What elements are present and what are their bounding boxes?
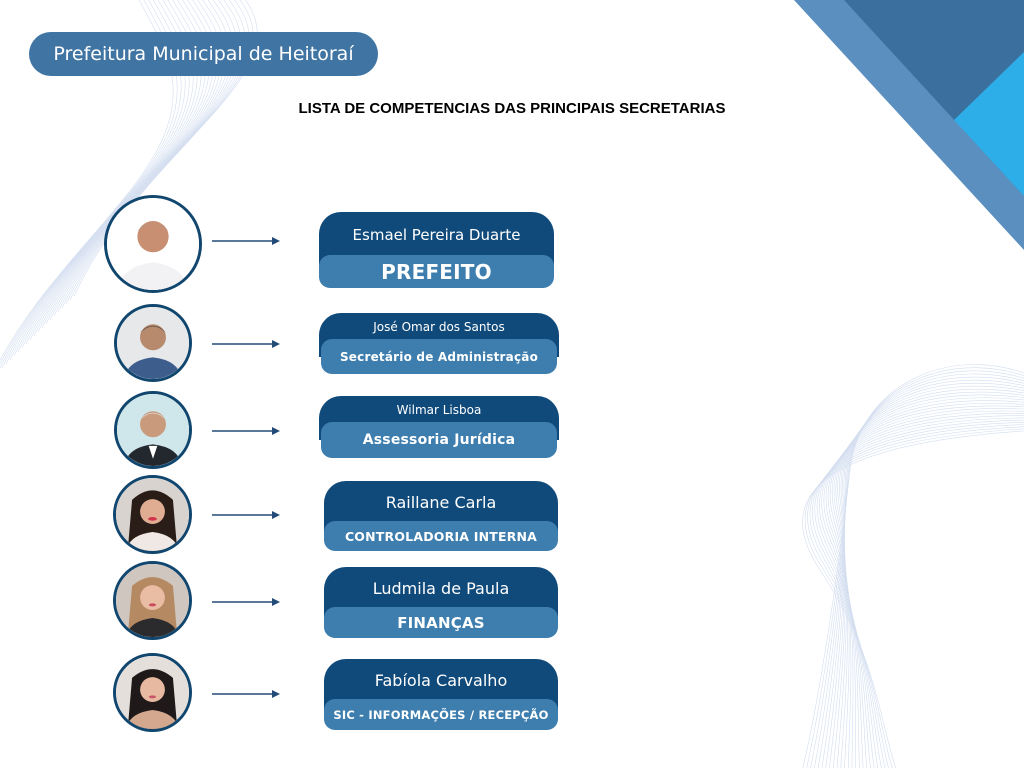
- page-title: LISTA DE COMPETENCIAS DAS PRINCIPAIS SEC…: [298, 100, 726, 117]
- person-photo-icon: [116, 564, 189, 637]
- member-role: SIC - INFORMAÇÕES / RECEPÇÃO: [324, 699, 558, 730]
- arrow-right-icon: [212, 690, 280, 698]
- person-photo-icon: [117, 307, 189, 379]
- member-role: Secretário de Administração: [321, 339, 557, 374]
- member-card: Esmael Pereira Duarte PREFEITO: [319, 212, 554, 288]
- member-role: Assessoria Jurídica: [321, 422, 557, 458]
- member-card: Ludmila de Paula FINANÇAS: [324, 567, 558, 638]
- person-photo-icon: [116, 656, 189, 729]
- member-role: FINANÇAS: [324, 607, 558, 638]
- avatar: [114, 304, 192, 382]
- person-photo-icon: [117, 394, 189, 466]
- avatar: [104, 195, 202, 293]
- member-card: José Omar dos Santos Secretário de Admin…: [319, 313, 559, 374]
- corner-decoration: [794, 0, 1024, 250]
- avatar: [114, 391, 192, 469]
- member-role: CONTROLADORIA INTERNA: [324, 521, 558, 551]
- arrow-right-icon: [212, 340, 280, 348]
- avatar: [113, 653, 192, 732]
- arrow-right-icon: [212, 598, 280, 606]
- member-card: Fabíola Carvalho SIC - INFORMAÇÕES / REC…: [324, 659, 558, 730]
- arrow-right-icon: [212, 237, 280, 245]
- person-photo-icon: [116, 478, 189, 551]
- arrow-right-icon: [212, 511, 280, 519]
- member-role: PREFEITO: [319, 255, 554, 288]
- arrow-right-icon: [212, 427, 280, 435]
- member-card: Wilmar Lisboa Assessoria Jurídica: [319, 396, 559, 458]
- person-photo-icon: [107, 198, 199, 290]
- avatar: [113, 475, 192, 554]
- member-card: Raillane Carla CONTROLADORIA INTERNA: [324, 481, 558, 551]
- avatar: [113, 561, 192, 640]
- header-org-name: Prefeitura Municipal de Heitoraí: [29, 32, 378, 76]
